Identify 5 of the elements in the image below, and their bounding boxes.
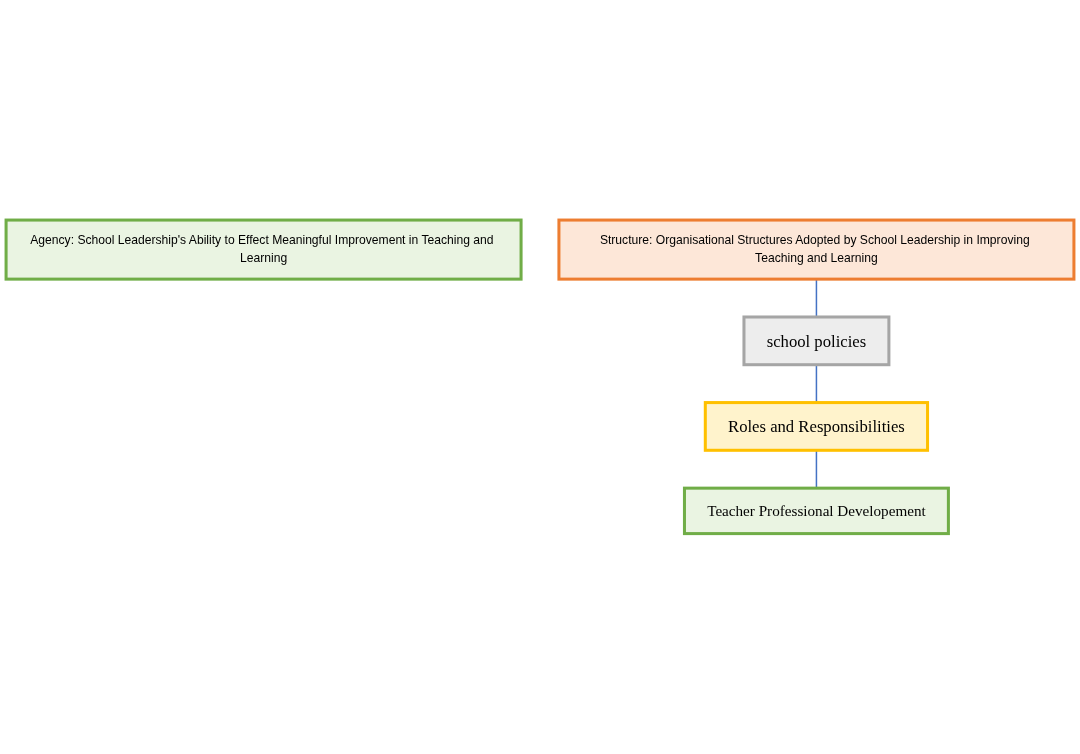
node-box: Agency: School Leadership's Ability to Effect Meaningful Improvement in Teaching and Learning: [4, 218, 523, 281]
node-box: Structure: Organisational Structures Adopted by School Leadership in Improving Teaching and Learning: [557, 218, 1076, 281]
node-box: school policies: [742, 315, 891, 367]
node-box: Teacher Professional Developement: [682, 486, 950, 536]
node-box: Roles and Responsibilities: [703, 401, 930, 452]
